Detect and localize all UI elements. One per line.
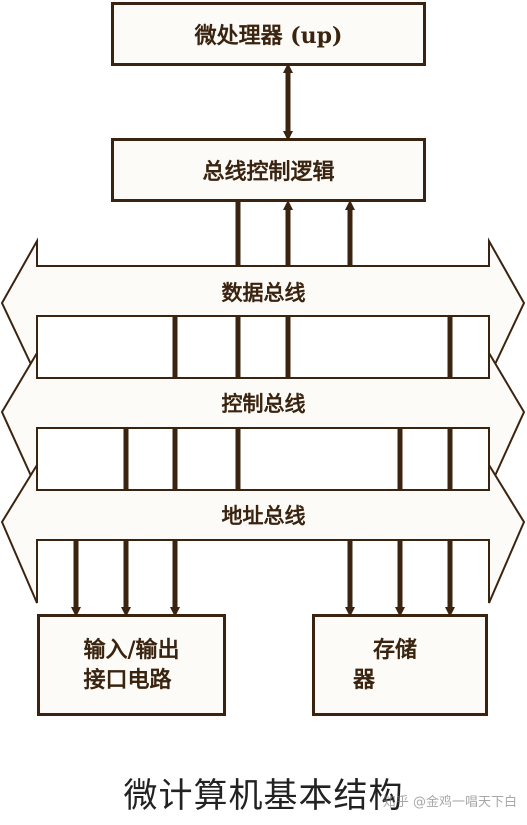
control-logic-label: 总线控制逻辑 xyxy=(202,159,335,185)
control-bus-arrow xyxy=(0,349,526,490)
address-bus-label: 地址总线 xyxy=(221,503,306,528)
io-label-line2: 接口电路 xyxy=(83,667,172,693)
data-bus-arrow xyxy=(0,237,526,378)
memory-label-line1: 存储 xyxy=(373,637,418,663)
io-label-line1: 输入/输出 xyxy=(83,637,180,663)
io-label: 输入/输出 接口电路 xyxy=(83,635,179,695)
watermark: 知乎 @金鸡一唱天下白 xyxy=(382,795,517,810)
data-bus-label: 数据总线 xyxy=(221,280,306,305)
cpu-label: 微处理器 (up) xyxy=(194,23,343,49)
diagram-title: 微计算机基本结构 xyxy=(123,776,404,816)
cpu-box: 微处理器 (up) xyxy=(111,2,426,66)
memory-label-line2: 器 xyxy=(353,667,376,693)
io-interface-box: 输入/输出 接口电路 xyxy=(37,614,226,716)
memory-box: 存储 器 xyxy=(312,614,488,716)
bus-control-logic-box: 总线控制逻辑 xyxy=(111,138,426,202)
control-bus-label: 控制总线 xyxy=(221,391,306,416)
memory-label: 存储 器 xyxy=(353,635,417,695)
address-bus-arrow xyxy=(0,461,526,604)
